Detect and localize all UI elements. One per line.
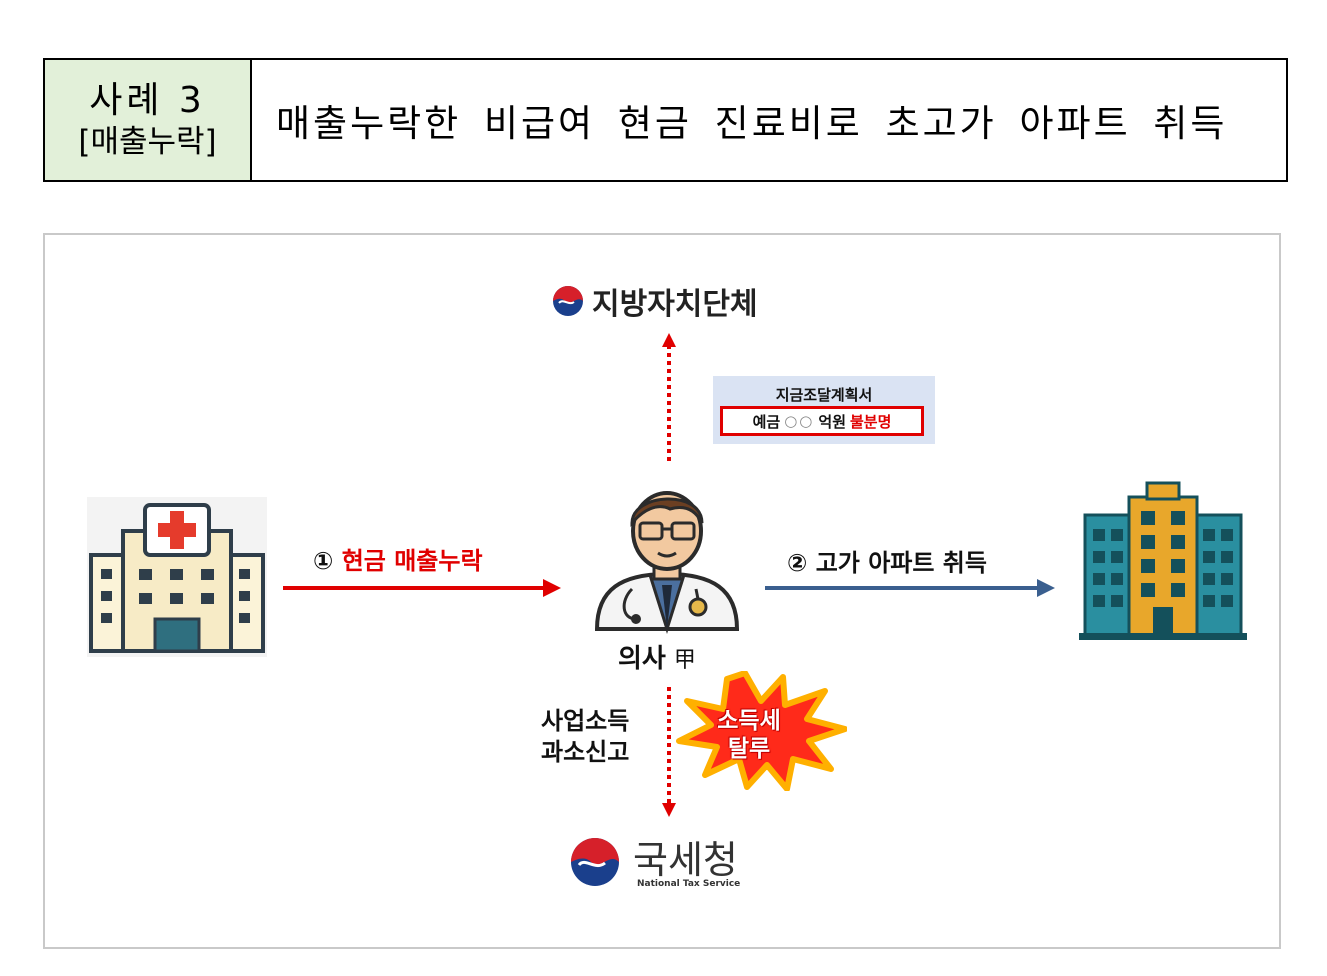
funding-plan-title: 지금조달계획서 — [713, 384, 935, 405]
case-header: 사례 3 [매출누락] 매출누락한 비급여 현금 진료비로 초고가 아파트 취득 — [43, 58, 1288, 182]
funding-plan-box: 지금조달계획서 예금 ○○ 억원 불분명 — [713, 376, 935, 444]
case-label-cell: 사례 3 [매출누락] — [45, 60, 252, 180]
case-number: 사례 3 — [89, 78, 206, 123]
local-gov-label: 지방자치단체 — [592, 279, 758, 323]
government-emblem-icon — [550, 283, 586, 319]
income-tax-text: 소득세 — [713, 708, 785, 736]
edge-label-apartment: ② 고가 아파트 취득 — [787, 543, 987, 578]
deposit-status: 불분명 — [850, 411, 891, 432]
deposit-label: 예금 — [753, 411, 781, 432]
hospital-icon — [87, 497, 267, 657]
nts-subtitle: National Tax Service — [637, 879, 740, 889]
doctor-name: 의사 甲 — [618, 638, 696, 675]
tax-evasion-label: 소득세 탈루 — [713, 708, 785, 763]
underreport-text: 과소신고 — [541, 737, 629, 768]
deposit-unit: 억원 — [818, 411, 846, 432]
local-gov-node: 지방자치단체 — [550, 279, 758, 323]
nts-name: 국세청 — [633, 829, 738, 884]
case-tag: [매출누락] — [78, 123, 216, 162]
underreport-label: 사업소득 과소신고 — [541, 706, 629, 768]
doctor-title: 의사 — [618, 644, 666, 674]
step-two-number: ② — [787, 549, 807, 577]
arrow-head-up — [662, 333, 676, 347]
business-income-text: 사업소득 — [541, 706, 629, 737]
doctor-suffix: 甲 — [674, 648, 696, 673]
arrow-head-down — [662, 803, 676, 817]
edge-label-cash-omission: ① 현금 매출누락 — [313, 541, 483, 576]
funding-plan-line: 예금 ○○ 억원 불분명 — [720, 406, 924, 436]
apartment-building-icon — [1079, 479, 1247, 644]
diagram-frame: 지방자치단체 지금조달계획서 예금 ○○ 억원 불분명 — [43, 233, 1281, 949]
step-one-number: ① — [313, 547, 333, 575]
doctor-icon — [592, 479, 742, 634]
step-one-label: 현금 매출누락 — [342, 547, 483, 575]
deposit-amount-masked: ○○ — [784, 412, 814, 430]
case-title: 매출누락한 비급여 현금 진료비로 초고가 아파트 취득 — [252, 60, 1286, 180]
step-two-label: 고가 아파트 취득 — [816, 549, 987, 577]
nts-emblem-icon — [565, 835, 625, 889]
evasion-text: 탈루 — [713, 736, 785, 764]
